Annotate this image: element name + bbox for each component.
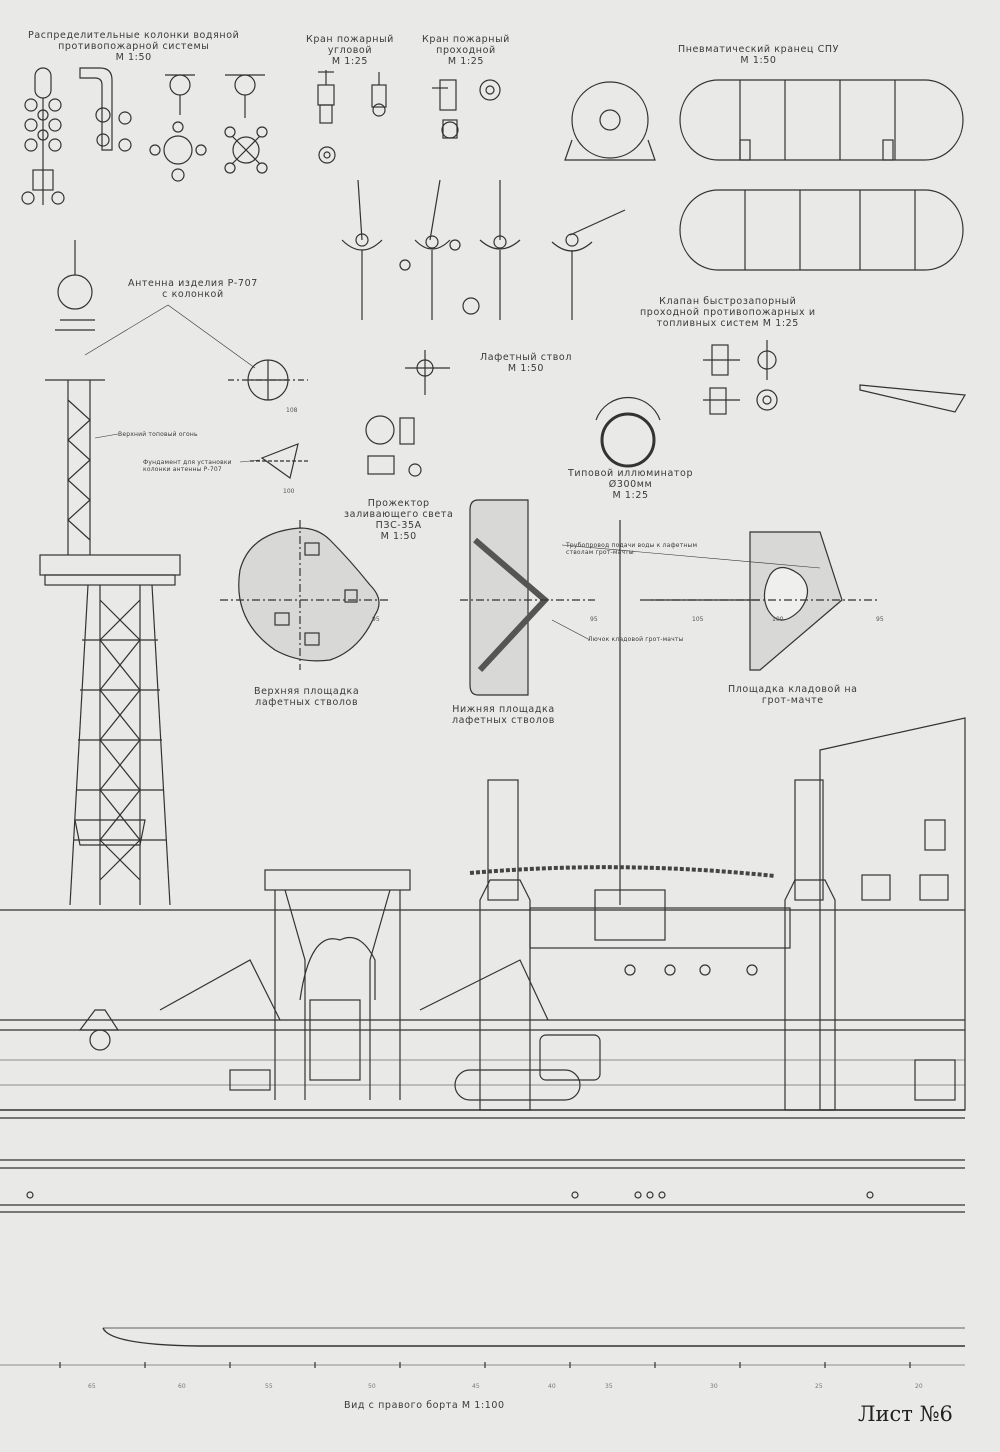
pipeline-note-label: Трубопровод подачи воды к лафетным ствол… (566, 542, 698, 556)
dimension-label: 105 (692, 616, 704, 623)
frame-number: 50 (368, 1383, 376, 1390)
side-view-label: Вид с правого борта М 1:100 (344, 1400, 505, 1411)
angle-hydrant-label: Кран пожарный угловой М 1:25 (306, 34, 394, 67)
main-mast-drawing (39, 240, 181, 906)
distribution-columns-label: Распределительные колонки водяной против… (28, 30, 240, 63)
frame-number: 40 (548, 1383, 556, 1390)
dimension-label: 100 (772, 616, 784, 623)
top-light-label: Верхний топовый огонь (118, 431, 198, 438)
frame-number: 35 (605, 1383, 613, 1390)
illuminator-drawing (595, 396, 661, 468)
fire-hydrants-drawing (317, 70, 501, 164)
pneumatic-fender-drawing (564, 79, 964, 271)
valve-label: Клапан быстрозапорный проходной противоп… (640, 296, 816, 329)
frame-number: 25 (815, 1383, 823, 1390)
distribution-columns-drawing (21, 67, 268, 205)
pass-hydrant-label: Кран пожарный проходной М 1:25 (422, 34, 510, 67)
dimension-label: 108 (286, 407, 298, 414)
dimension-label: 100 (283, 488, 295, 495)
leader-lines (84, 304, 261, 463)
frame-number: 45 (472, 1383, 480, 1390)
ship-profile-drawing (0, 717, 966, 1213)
lower-platform-label: Нижняя площадка лафетных стволов (452, 704, 555, 726)
searchlight-label: Прожектор заливающего света ПЗС-35А М 1:… (344, 498, 454, 542)
frame-number: 20 (915, 1383, 923, 1390)
dimension-label: 95 (590, 616, 598, 623)
frame-number: 55 (265, 1383, 273, 1390)
frame-number: 65 (88, 1383, 96, 1390)
illuminator-label: Типовой иллюминатор Ø300мм М 1:25 (568, 468, 694, 501)
storeroom-platform-label: Площадка кладовой на грот-мачте (728, 684, 858, 706)
lower-platform-drawing (460, 499, 621, 905)
frame-number: 60 (178, 1383, 186, 1390)
dimension-label: 95 (372, 616, 380, 623)
quick-closing-valves-drawing (703, 340, 966, 415)
keel-plan-drawing (0, 1327, 965, 1368)
antenna-base-label: Фундамент для установки колонки антенны … (143, 459, 232, 473)
frame-number: 30 (710, 1383, 718, 1390)
sheet-number: Лист №6 (858, 1402, 953, 1426)
hatch-note-label: Лючок кладовой грот-мачты (588, 636, 684, 643)
storeroom-platform-drawing (551, 531, 880, 671)
fire-monitors-drawing (341, 179, 626, 395)
monitor-label: Лафетный ствол М 1:50 (480, 352, 573, 374)
upper-platform-drawing (220, 520, 390, 670)
dimension-label: 95 (876, 616, 884, 623)
upper-platform-label: Верхняя площадка лафетных стволов (254, 686, 360, 708)
fender-label: Пневматический кранец СПУ М 1:50 (678, 44, 839, 66)
dimension-numbers: 108 100 95 95 105 100 95 (283, 407, 884, 623)
searchlight-drawing (365, 415, 422, 477)
frame-numbers: 65 60 55 50 45 40 35 30 25 20 (88, 1383, 923, 1390)
antenna-detail-drawing (228, 359, 310, 480)
antenna-label: Антенна изделия Р-707 с колонкой (128, 278, 258, 300)
